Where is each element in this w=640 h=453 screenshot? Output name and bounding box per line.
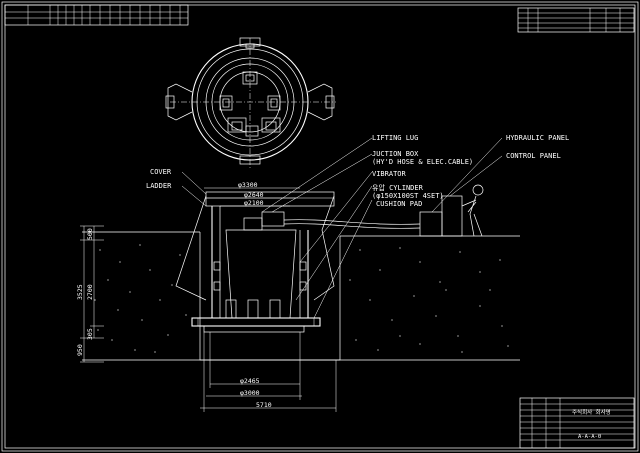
vertical-dimensions [80,225,104,363]
ground-stipple [94,244,509,353]
pile-machine-section [175,191,421,333]
callout-cushion-pad: CUSHION PAD [376,200,422,208]
revision-table-top-left [4,4,189,26]
leader-lines [181,137,503,319]
callout-hydraulic-panel: HYDRAULIC PANEL [506,134,569,142]
callout-ladder: LADDER [146,182,172,190]
dim-h950: 950 [76,344,84,356]
title-block [519,397,635,449]
hydraulic-panel-box [419,211,443,237]
revision-table-top-right [517,7,635,33]
callout-cylinder: 유압 CYLINDER [372,184,424,192]
dim-w5710: 5710 [256,401,272,409]
hydraulic-panel-and-operator [419,184,484,237]
dim-d2465: φ2465 [240,377,260,385]
callout-cover: COVER [150,168,172,176]
callout-juction-box-detail: (HY'D HOSE & ELEC.CABLE) [372,158,473,166]
dim-d2100: φ2100 [244,199,264,207]
inner-frame [4,4,636,449]
control-panel-box [441,195,463,237]
plan-view [165,37,336,170]
dim-h3525: 3525 [76,284,84,300]
ground-section [82,231,520,361]
callout-cylinder-detail: (φ150X100ST 4SET) [372,192,444,200]
dim-d2640: φ2640 [244,191,264,199]
dim-h305: 305 [86,328,94,340]
dim-h2700: 2700 [86,284,94,300]
dim-d3000: φ3000 [240,389,260,397]
horizontal-dimensions [200,187,337,412]
callout-lifting-lug: LIFTING LUG [372,134,418,142]
title-company: 주식회사 회사명 [572,408,611,416]
dim-d3300: φ3300 [238,181,258,189]
callout-control-panel: CONTROL PANEL [506,152,561,160]
callout-juction-box: JUCTION BOX [372,150,419,158]
callout-vibrator: VIBRATOR [372,170,407,178]
title-drawing-no: A-A-A-0 [578,434,601,440]
dim-h500: 500 [86,228,94,240]
